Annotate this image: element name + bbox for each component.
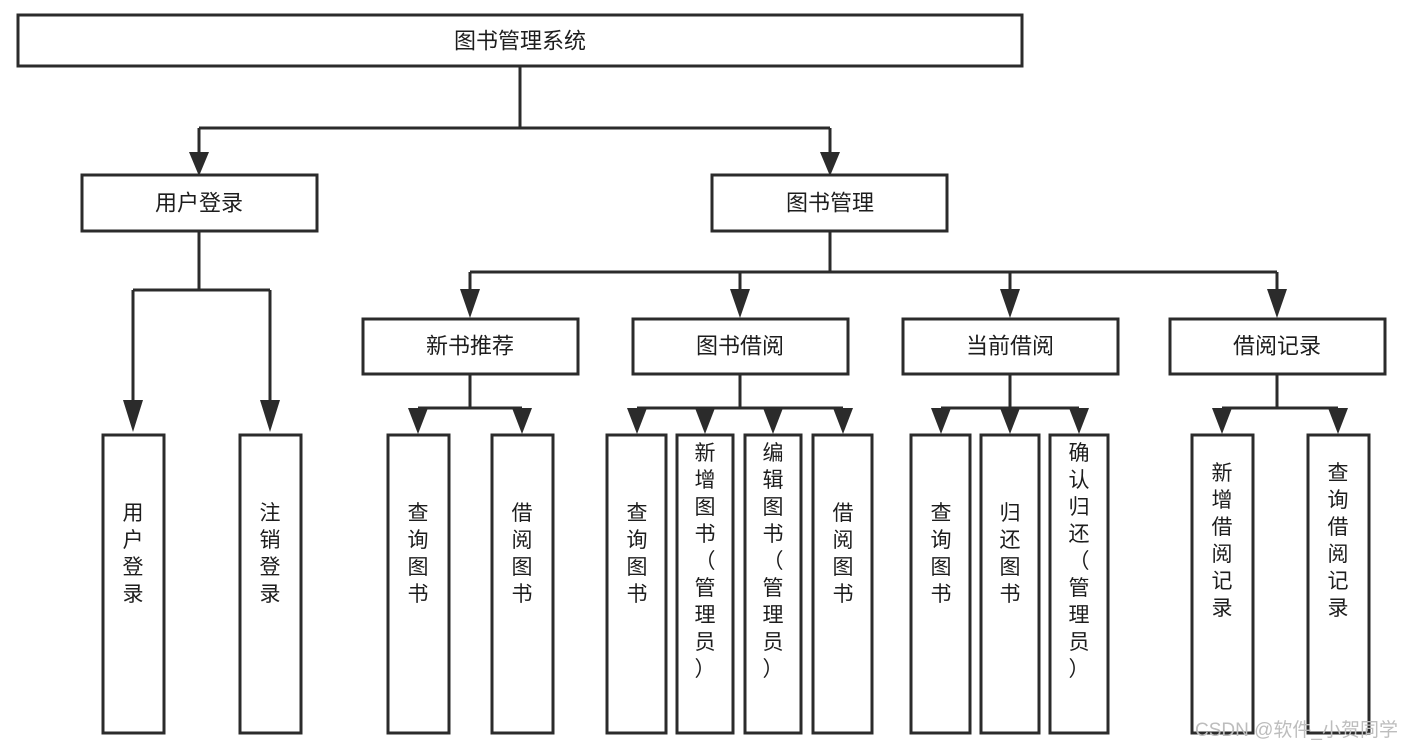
leaf-query-book-recommend-label: 查询图书 [408,502,429,606]
leaf-confirm-return[interactable]: 确认归还（管理员） [1048,433,1110,735]
node-current-borrow-label: 当前借阅 [966,334,1054,359]
leaf-add-borrow-record-box[interactable] [1190,433,1255,735]
arrow-leaf-borrow-book-2 [833,408,853,434]
node-root-label: 图书管理系统 [454,29,586,54]
arrow-leaf-query-book-2 [627,408,647,434]
node-current-borrow-box[interactable] [901,317,1120,376]
arrow-leaf-query-record [1328,408,1348,434]
node-book-borrow-label: 图书借阅 [696,334,784,359]
leaf-add-book-box[interactable] [675,433,735,735]
leaf-add-borrow-record-label: 新增借阅记录 [1212,462,1233,620]
connector-layer [123,66,1348,434]
arrow-leaf-return-book [1000,408,1020,434]
arrow-leaf-add-book [695,408,715,434]
node-book-borrow[interactable]: 图书借阅 [631,317,850,376]
node-book-management[interactable]: 图书管理 [710,173,949,233]
node-new-book-recommend[interactable]: 新书推荐 [361,317,580,376]
node-current-borrow[interactable]: 当前借阅 [901,317,1120,376]
arrow-to-book-borrow [730,289,750,318]
node-user-login[interactable]: 用户登录 [80,173,319,233]
leaf-add-borrow-record[interactable]: 新增借阅记录 [1190,433,1255,735]
leaf-query-book-current-box[interactable] [909,433,972,735]
leaf-add-book-label: 新增图书（管理员） [695,442,716,681]
leaf-user-login-box[interactable] [101,433,166,735]
leaf-return-book-box[interactable] [979,433,1041,735]
leaf-query-book-recommend[interactable]: 查询图书 [386,433,451,735]
leaf-return-book[interactable]: 归还图书 [979,433,1041,735]
leaf-query-book-recommend-box[interactable] [386,433,451,735]
node-borrow-record-label: 借阅记录 [1233,334,1321,359]
arrow-to-user-login [189,152,209,176]
leaf-confirm-return-label: 确认归还（管理员） [1069,442,1090,681]
leaf-logout-label: 注销登录 [260,502,281,606]
leaf-logout-box[interactable] [238,433,303,735]
arrow-leaf-edit-book [763,408,783,434]
node-borrow-record-box[interactable] [1168,317,1387,376]
node-book-management-box[interactable] [710,173,949,233]
arrow-leaf-borrow-book-1 [512,408,532,434]
arrow-to-book-mgmt [820,152,840,176]
leaf-borrow-book-recommend[interactable]: 借阅图书 [490,433,555,735]
node-book-borrow-box[interactable] [631,317,850,376]
leaf-borrow-book-borrow-box[interactable] [811,433,874,735]
leaf-borrow-book-borrow-label: 借阅图书 [833,502,854,606]
node-new-book-recommend-box[interactable] [361,317,580,376]
leaf-edit-book-label: 编辑图书（管理员） [763,442,784,681]
leaf-query-borrow-record-label: 查询借阅记录 [1328,462,1349,620]
leaf-add-book[interactable]: 新增图书（管理员） [675,433,735,735]
leaf-query-book-borrow[interactable]: 查询图书 [605,433,668,735]
arrow-leaf-query-book-1 [408,408,428,434]
csdn-watermark: CSDN @软件_小贺同学 [1195,719,1398,741]
leaf-borrow-book-borrow[interactable]: 借阅图书 [811,433,874,735]
leaf-borrow-book-recommend-label: 借阅图书 [512,502,533,606]
arrow-leaf-logout [260,400,280,432]
node-new-book-recommend-label: 新书推荐 [426,334,514,359]
leaf-query-book-borrow-label: 查询图书 [627,502,648,606]
node-user-login-label: 用户登录 [155,191,243,216]
leaf-borrow-book-recommend-box[interactable] [490,433,555,735]
leaf-user-login-label: 用户登录 [123,502,144,606]
node-borrow-record[interactable]: 借阅记录 [1168,317,1387,376]
arrow-leaf-confirm-return [1069,408,1089,434]
leaf-confirm-return-box[interactable] [1048,433,1110,735]
leaf-query-book-borrow-box[interactable] [605,433,668,735]
arrow-to-new-book [460,289,480,318]
leaf-user-login[interactable]: 用户登录 [101,433,166,735]
node-book-management-label: 图书管理 [786,191,874,216]
arrow-leaf-query-book-3 [931,408,951,434]
arrow-to-borrow-record [1267,289,1287,318]
leaf-query-book-current-label: 查询图书 [931,502,952,606]
leaf-logout[interactable]: 注销登录 [238,433,303,735]
node-root[interactable]: 图书管理系统 [16,13,1024,68]
arrow-leaf-user-login [123,400,143,432]
leaf-query-borrow-record-box[interactable] [1306,433,1371,735]
leaf-query-borrow-record[interactable]: 查询借阅记录 [1306,433,1371,735]
leaf-return-book-label: 归还图书 [1000,502,1021,606]
leaf-edit-book-box[interactable] [743,433,803,735]
arrow-leaf-add-record [1212,408,1232,434]
leaf-query-book-current[interactable]: 查询图书 [909,433,972,735]
leaf-edit-book[interactable]: 编辑图书（管理员） [743,433,803,735]
node-root-box[interactable] [16,13,1024,68]
arrow-to-current-borrow [1000,289,1020,318]
node-user-login-box[interactable] [80,173,319,233]
